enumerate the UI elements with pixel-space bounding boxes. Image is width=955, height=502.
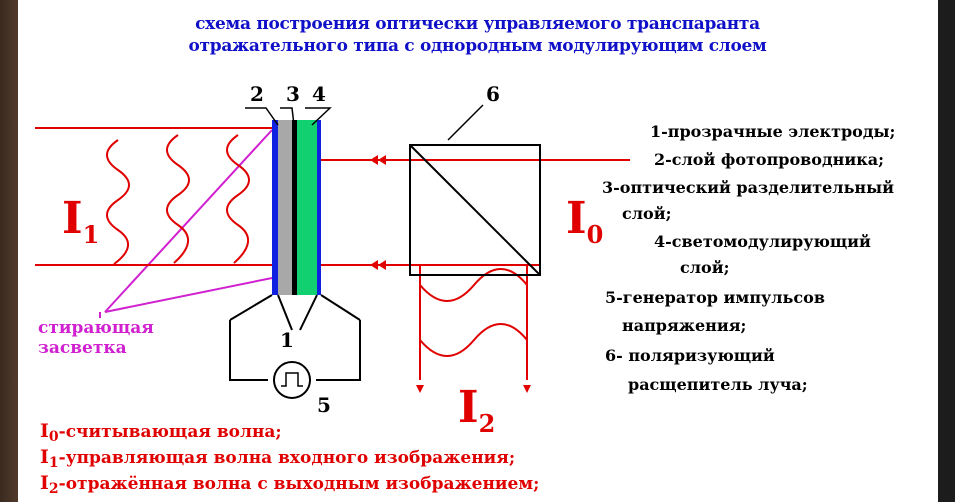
erase-label-line1: стирающая bbox=[38, 318, 154, 338]
modulating-layer bbox=[297, 120, 317, 295]
electrode-layer-left bbox=[272, 120, 278, 295]
legend-item-1: 1-прозрачные электроды; bbox=[650, 122, 896, 141]
legend-item-2: 2-слой фотопроводника; bbox=[654, 150, 885, 169]
legend-item-3b: слой; bbox=[622, 204, 672, 223]
label-5: 5 bbox=[317, 393, 331, 417]
bottom-legend-I2: I2-отражённая волна с выходным изображен… bbox=[40, 472, 540, 497]
diagram-title-line1: схема построения оптически управляемого … bbox=[195, 14, 760, 34]
separating-layer bbox=[292, 120, 297, 295]
legend-item-5: 5-генератор импульсов bbox=[605, 288, 825, 307]
transparency-layers bbox=[272, 120, 321, 295]
photoconductor-layer bbox=[278, 120, 292, 295]
label-3: 3 bbox=[286, 82, 300, 106]
beam-label-I1: I1 bbox=[62, 193, 100, 249]
legend-item-6b: расщепитель луча; bbox=[628, 375, 808, 394]
label-2: 2 bbox=[250, 82, 264, 106]
beam-arrowheads bbox=[370, 155, 531, 393]
legend-item-4: 4-светомодулирующий bbox=[654, 232, 871, 251]
beam-splitter-cube bbox=[409, 144, 541, 276]
legend-item-3: 3-оптический разделительный bbox=[602, 178, 895, 197]
label-1: 1 bbox=[280, 328, 294, 352]
diagram-title-line2: отражательного типа с однородным модулир… bbox=[188, 36, 767, 56]
legend-item-4b: слой; bbox=[680, 258, 730, 277]
read-write-beams bbox=[35, 127, 630, 380]
erase-illumination-lines bbox=[99, 129, 273, 318]
bottom-legend-I1: I1-управляющая волна входного изображени… bbox=[40, 446, 516, 471]
label-4: 4 bbox=[312, 82, 326, 106]
legend-item-5b: напряжения; bbox=[622, 316, 747, 335]
slide-background bbox=[18, 0, 938, 502]
label-6: 6 bbox=[486, 82, 500, 106]
beam-label-I0: I0 bbox=[566, 193, 604, 249]
bottom-legend-I0: I0-считывающая волна; bbox=[40, 420, 282, 445]
erase-label-line2: засветка bbox=[38, 338, 127, 358]
legend-item-6: 6- поляризующий bbox=[605, 346, 775, 365]
electrode-layer-right bbox=[317, 120, 321, 295]
electrode-circuit bbox=[229, 294, 361, 399]
layer-leader-lines bbox=[245, 104, 484, 141]
beam-label-I2: I2 bbox=[458, 382, 496, 438]
background-edge-right bbox=[935, 0, 955, 502]
